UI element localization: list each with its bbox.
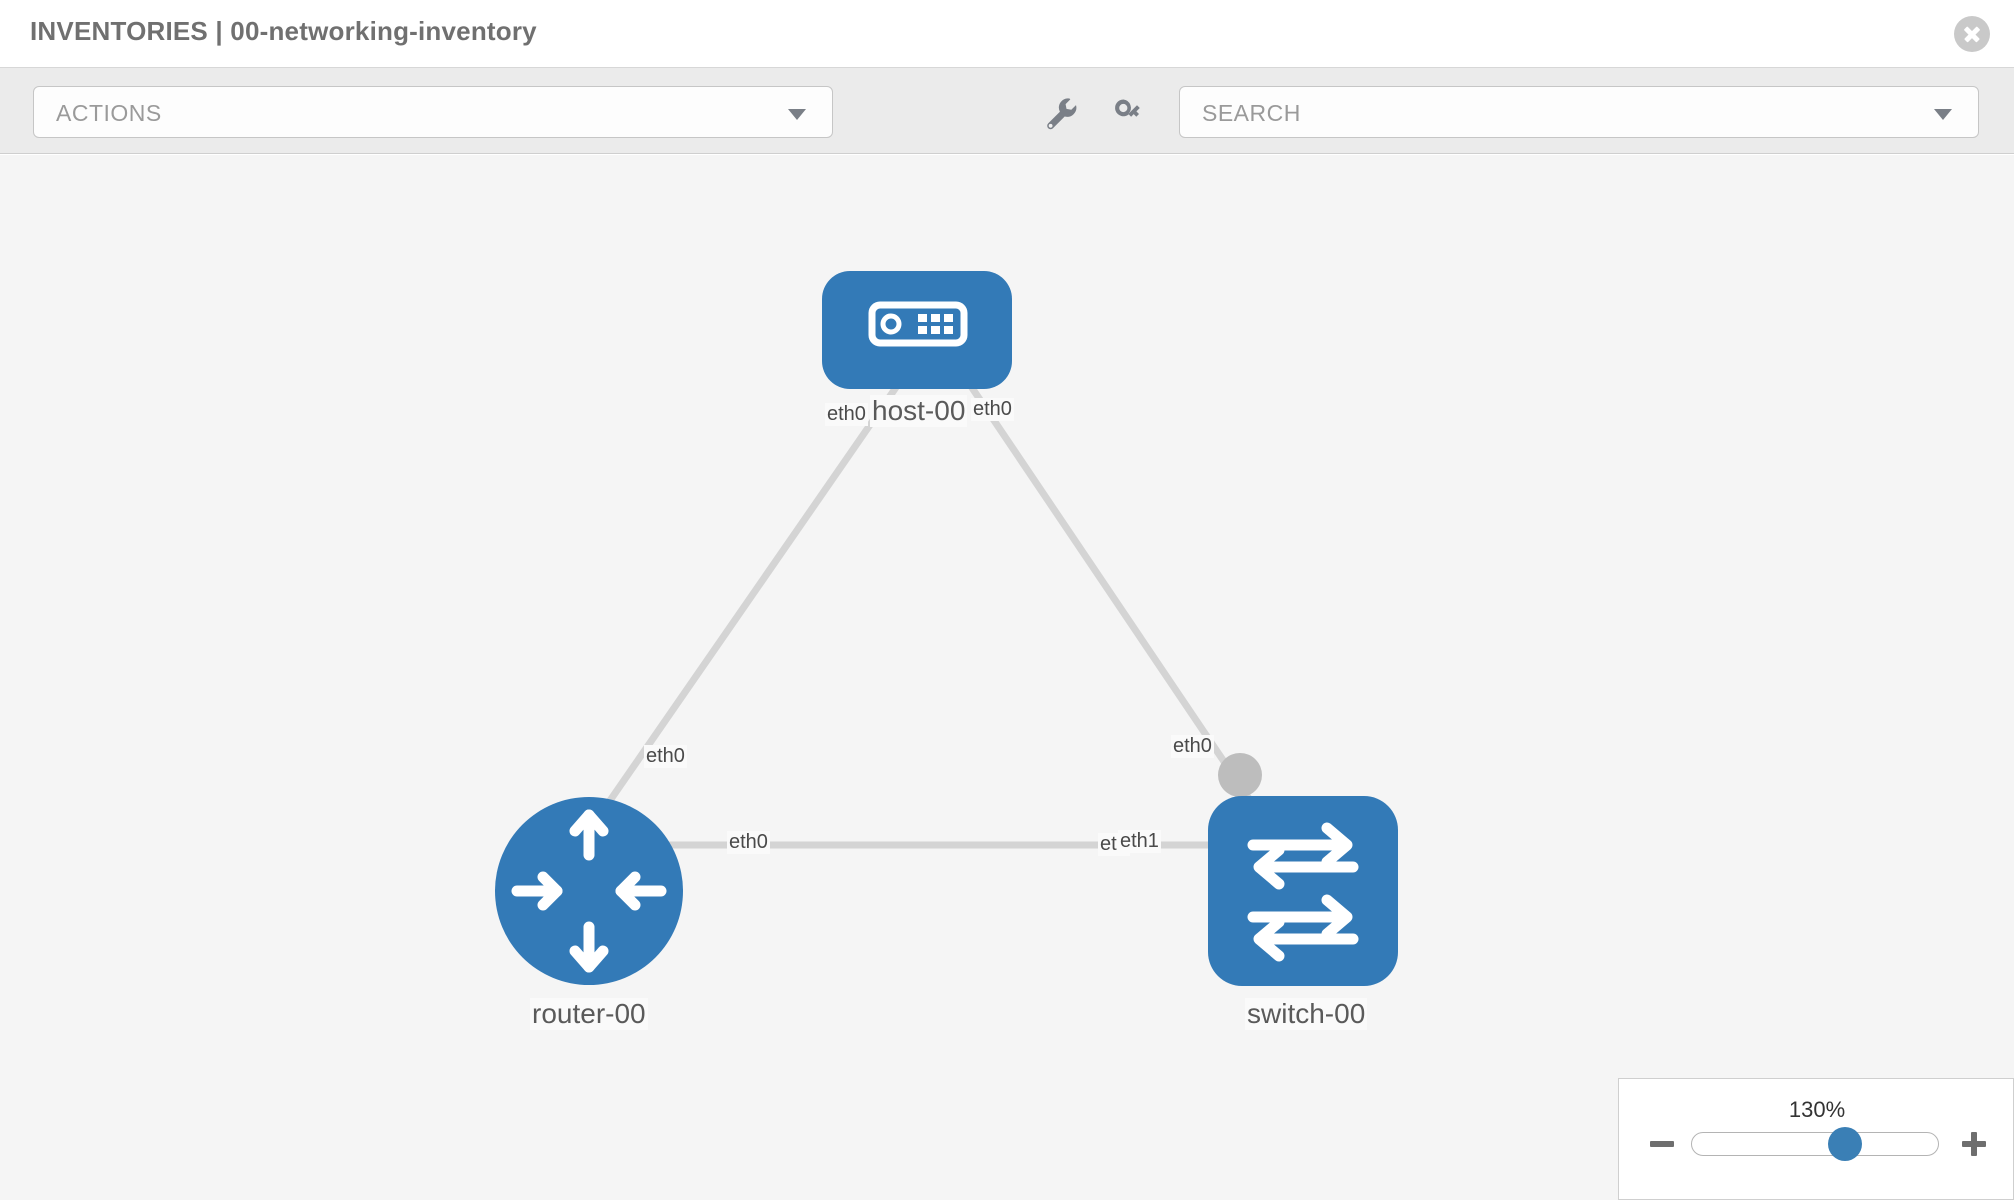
node-label-switch-00: switch-00 <box>1245 998 1368 1030</box>
zoom-slider[interactable] <box>1691 1127 1939 1161</box>
actions-dropdown[interactable]: ACTIONS <box>33 86 833 138</box>
interface-label: eth0 <box>1171 735 1214 758</box>
search-placeholder: SEARCH <box>1202 100 1301 126</box>
key-icon[interactable] <box>1107 92 1149 134</box>
topology-graph <box>495 271 1398 986</box>
search-input[interactable]: SEARCH <box>1179 86 1979 138</box>
wrench-icon[interactable] <box>1040 92 1082 134</box>
link-host00-router00 <box>597 368 911 817</box>
server-icon <box>868 301 968 347</box>
node-router-00[interactable] <box>495 797 683 985</box>
interface-label: eth0 <box>825 403 868 426</box>
router-arrows-icon <box>511 809 667 973</box>
zoom-percent-label: 130% <box>1788 1097 1846 1122</box>
link-host00-switch00 <box>957 368 1263 817</box>
close-icon[interactable] <box>1954 16 1990 52</box>
interface-label: eth1 <box>1118 830 1161 853</box>
switch-arrows-icon <box>1247 822 1359 962</box>
page-title: INVENTORIES | 00-networking-inventory <box>30 16 537 46</box>
interface-label: eth0 <box>644 745 687 768</box>
topology-links <box>597 368 1263 849</box>
connector-switch00-eth0 <box>1218 753 1262 797</box>
chevron-down-icon <box>1934 109 1952 120</box>
zoom-in-button[interactable] <box>1959 1129 1989 1159</box>
titlebar: INVENTORIES | 00-networking-inventory <box>0 0 2014 68</box>
interface-label: eth0 <box>727 831 770 854</box>
interface-label: eth0 <box>971 398 1014 421</box>
node-label-host-00: host-00 <box>870 395 968 427</box>
chevron-down-icon <box>788 109 806 120</box>
actions-dropdown-label: ACTIONS <box>56 100 162 126</box>
toolbar: ACTIONS SEARCH <box>0 68 2014 154</box>
node-label-router-00: router-00 <box>530 998 648 1030</box>
topology-canvas[interactable]: host-00 router-00 switch-00 eth0 eth0 et… <box>0 155 2014 1200</box>
zoom-out-button[interactable] <box>1647 1129 1677 1159</box>
node-host-00[interactable] <box>822 271 1012 389</box>
zoom-control-panel: 130% <box>1618 1078 2014 1200</box>
node-switch-00[interactable] <box>1208 796 1398 986</box>
zoom-slider-thumb[interactable] <box>1827 1127 1862 1161</box>
